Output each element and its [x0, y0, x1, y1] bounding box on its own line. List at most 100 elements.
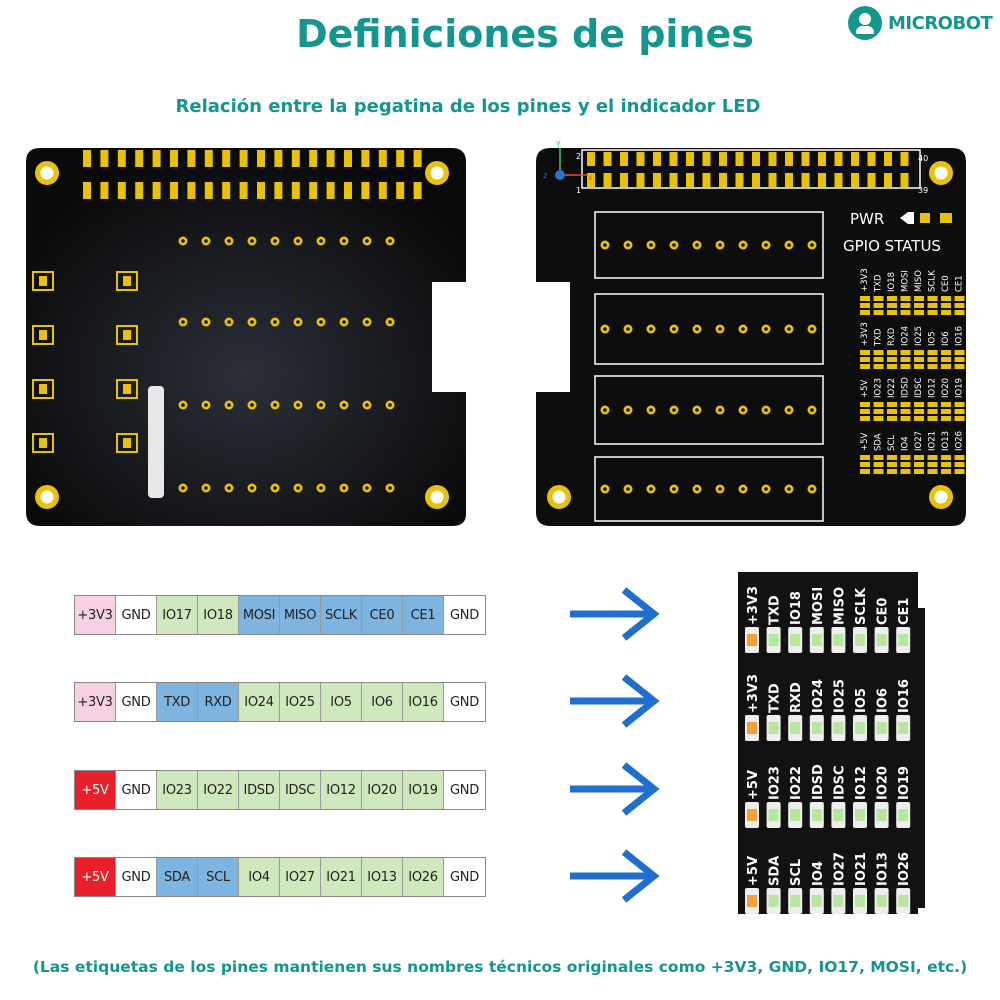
led-pad — [860, 296, 870, 301]
led-pad — [914, 357, 924, 362]
header-pin — [83, 150, 91, 167]
pin-label-cell: +3V3 — [75, 596, 116, 634]
led-panel-label: MISO — [832, 587, 847, 625]
led-panel-label: IO4 — [811, 861, 826, 886]
led-pad — [900, 402, 911, 407]
led-pad — [860, 303, 870, 308]
led-pad — [914, 455, 924, 460]
header-pin — [884, 173, 892, 187]
pin-label-cell: CE0 — [362, 596, 403, 634]
header-pin — [735, 152, 744, 166]
led-pad — [914, 303, 924, 308]
led-pad — [900, 350, 911, 355]
smd-footprint — [116, 325, 138, 345]
header-pin — [344, 182, 352, 199]
header-pin — [204, 150, 213, 167]
smd-footprint — [116, 271, 138, 291]
header-pin — [291, 182, 300, 199]
led-pad — [900, 416, 911, 421]
gpio-led-label: IO20 — [941, 378, 951, 398]
pin-label-cell: GND — [444, 858, 485, 896]
header-pin — [686, 173, 694, 187]
header-pin — [801, 173, 810, 187]
header-pin — [170, 150, 178, 167]
led-pad — [954, 469, 965, 474]
gpio-led-label: CE0 — [941, 275, 951, 292]
led-panel-label: IO22 — [789, 766, 804, 800]
led-pad — [941, 409, 951, 414]
led-pad — [954, 357, 965, 362]
led-pad — [887, 357, 897, 362]
axis-y-label: y — [556, 138, 561, 147]
pin-label-cell: IO18 — [198, 596, 239, 634]
header-pin — [818, 152, 826, 166]
led-pad — [887, 296, 897, 301]
gpio-status-label: GPIO STATUS — [843, 237, 941, 255]
pin-marker-39: 39 — [918, 186, 928, 195]
led-pad — [860, 416, 870, 421]
led-pad — [860, 350, 870, 355]
led-pad — [927, 409, 938, 414]
header-pin — [222, 182, 231, 199]
gpio-led-label: RXD — [887, 327, 897, 346]
led-pad — [860, 357, 870, 362]
led-pad — [900, 296, 911, 301]
pin-label-cell: IO12 — [321, 771, 362, 809]
header-pin — [204, 182, 213, 199]
header-pin — [669, 173, 678, 187]
pwr-arrow-icon — [900, 212, 914, 224]
pin-label-cell: MOSI — [239, 596, 280, 634]
header-pin — [309, 150, 318, 167]
led-pad — [873, 357, 884, 362]
gpio-led-label: IDSD — [901, 377, 911, 398]
header-pin — [117, 182, 126, 199]
header-pin — [152, 182, 161, 199]
led-pad — [954, 296, 965, 301]
pin-label-cell: IO17 — [157, 596, 198, 634]
header-pin — [291, 150, 300, 167]
header-pin — [344, 150, 352, 167]
arrow-right-icon — [570, 587, 660, 641]
header-pin — [257, 182, 265, 199]
led-panel-label: CE0 — [876, 598, 891, 625]
arrow-right-icon — [570, 674, 660, 728]
led-pad — [887, 402, 897, 407]
pin-label-cell: IO4 — [239, 858, 280, 896]
header-pin — [834, 152, 843, 166]
gpio-led-label: IO26 — [955, 431, 965, 451]
led-pad — [914, 469, 924, 474]
led-panel-label: IO26 — [897, 852, 912, 886]
led-panel-label: +5V — [746, 770, 761, 800]
led-pad — [887, 303, 897, 308]
gpio-led-label: IO12 — [928, 378, 938, 398]
led-pad — [887, 364, 897, 369]
led-pad — [954, 310, 965, 315]
led-pad — [941, 303, 951, 308]
pin-block — [594, 456, 824, 522]
pin-label-cell: SDA — [157, 858, 198, 896]
gpio-led-label: TXD — [874, 328, 884, 347]
header-pin — [653, 152, 661, 166]
led-pad — [887, 469, 897, 474]
led-panel-label: SDA — [768, 856, 783, 886]
header-pin — [413, 150, 422, 167]
led-panel-label: +3V3 — [746, 586, 761, 625]
header-pin — [851, 152, 859, 166]
logo-text: MICROBOT — [888, 12, 993, 34]
header-pin — [135, 182, 144, 199]
header-pin — [620, 152, 628, 166]
smd-footprint — [32, 433, 54, 453]
led-pad — [860, 455, 870, 460]
gpio-led-label: IO6 — [941, 331, 951, 346]
gpio-led-label: IO25 — [914, 326, 924, 346]
led-pad — [873, 402, 884, 407]
led-panel-label: IO19 — [897, 766, 912, 800]
pin-label-cell: IO6 — [362, 683, 403, 721]
header-pin — [686, 152, 694, 166]
led-pad — [941, 402, 951, 407]
header-pin — [361, 150, 370, 167]
led-pad — [860, 364, 870, 369]
header-pin — [735, 173, 744, 187]
